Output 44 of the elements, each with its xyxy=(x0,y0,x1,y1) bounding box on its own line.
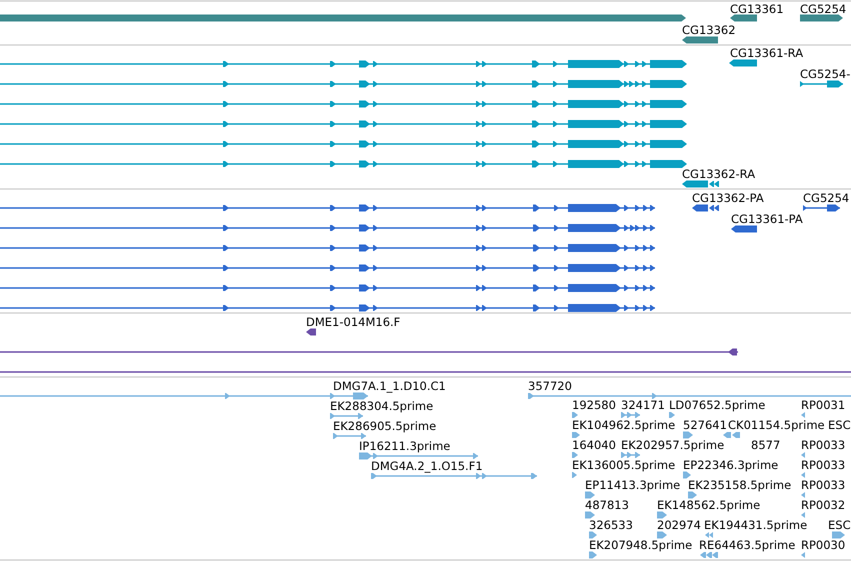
feature-label: RP0030 xyxy=(801,539,846,551)
feature-label: EK136005.5prime xyxy=(572,459,676,471)
feature-label: 324171 xyxy=(621,399,665,411)
feature-label: 192580 xyxy=(572,399,616,411)
feature-label: CG5254 xyxy=(800,3,846,15)
feature-label: EP22346.3prime xyxy=(683,459,778,471)
feature-label: EK288304.5prime xyxy=(330,400,434,412)
feature-label: 326533 xyxy=(589,519,633,531)
feature-label: CG13361-RA xyxy=(730,47,804,59)
feature-label: RE64463.5prime xyxy=(699,539,796,551)
feature-label: CG13362-RA xyxy=(682,168,756,180)
feature-label: RP0033 xyxy=(801,439,846,451)
feature-label: ESC xyxy=(828,519,851,531)
feature-label: DME1-014M16.F xyxy=(306,316,400,328)
feature-label: 527641 xyxy=(683,419,727,431)
feature-label: CG5254 xyxy=(803,192,850,204)
feature-label: EK148562.5prime xyxy=(657,499,760,511)
feature-label: CG13361-PA xyxy=(731,213,803,225)
feature-label: EP11413.3prime xyxy=(585,479,680,491)
feature-label: 8577 xyxy=(751,439,780,451)
feature-label: ESC xyxy=(828,419,851,431)
feature-label: LD07652.5prime xyxy=(669,399,766,411)
feature-label: DMG7A.1_1.D10.C1 xyxy=(333,380,446,392)
feature-label: EK194431.5prime xyxy=(704,519,808,531)
feature-label: RP0032 xyxy=(801,499,846,511)
feature-label: CG13362 xyxy=(682,24,736,36)
feature-label: 357720 xyxy=(528,380,572,392)
feature-label: CG5254- xyxy=(800,68,850,80)
feature-label: IP16211.3prime xyxy=(359,440,450,452)
feature-label: EK104962.5prime xyxy=(572,419,676,431)
feature-label: 487813 xyxy=(585,499,629,511)
feature-label: EK202957.5prime xyxy=(621,439,724,451)
feature-label: 202974 xyxy=(657,519,701,531)
feature-label: EK235158.5prime xyxy=(688,479,792,491)
feature-label: CK01154.5prime xyxy=(728,419,825,431)
feature-label: EK207948.5prime xyxy=(589,539,692,551)
feature-label: DMG4A.2_1.O15.F1 xyxy=(371,460,483,472)
feature-label: EK286905.5prime xyxy=(333,420,436,432)
feature-label: 164040 xyxy=(572,439,616,451)
feature-label: RP0033 xyxy=(801,479,846,491)
feature-label: CG13362-PA xyxy=(692,192,764,204)
feature-label: RP0033 xyxy=(801,459,846,471)
feature-label: CG13361 xyxy=(730,3,784,15)
feature-label: RP0031 xyxy=(801,399,846,411)
